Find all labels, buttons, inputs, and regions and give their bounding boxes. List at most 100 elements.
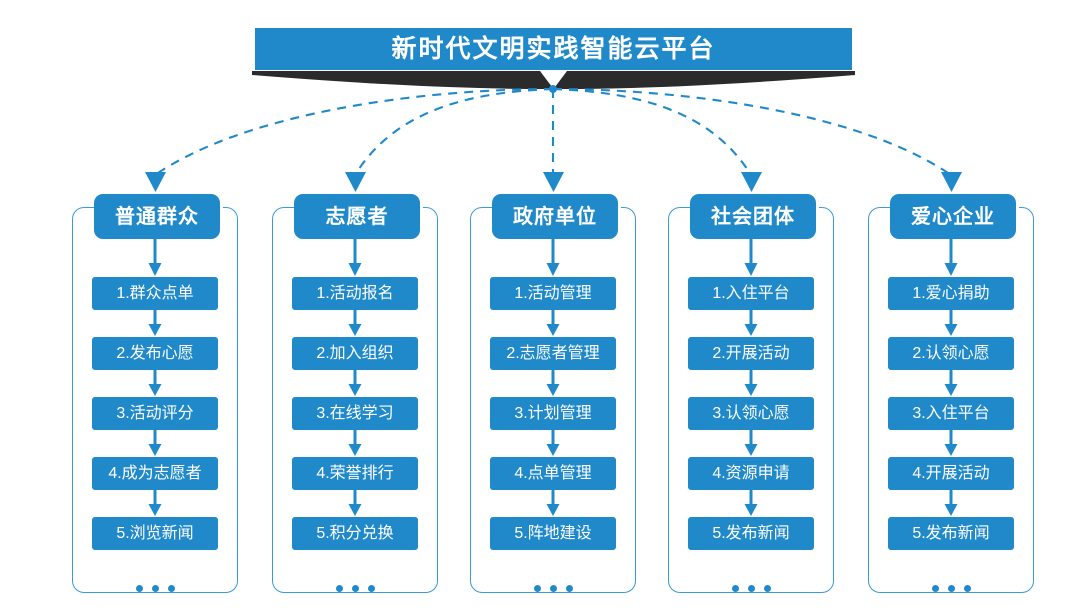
item-label: 3.在线学习 [316, 404, 394, 422]
item-label: 5.发布新闻 [912, 524, 990, 542]
page-title: 新时代文明实践智能云平台 [391, 34, 716, 63]
more-items-indicator[interactable] [292, 574, 418, 602]
list-item[interactable]: 4.资源申请 [688, 457, 814, 490]
list-item[interactable]: 4.荣誉排行 [292, 457, 418, 490]
item-label: 2.开展活动 [712, 344, 790, 362]
list-item[interactable]: 2.加入组织 [292, 337, 418, 370]
column-header-government[interactable]: 政府单位 [492, 194, 618, 239]
dot-icon [151, 584, 159, 592]
down-arrow-icon [546, 370, 560, 396]
list-item[interactable]: 1.活动报名 [292, 277, 418, 310]
list-item[interactable]: 1.爱心捐助 [888, 277, 1014, 310]
item-label: 5.发布新闻 [712, 524, 790, 542]
down-arrow-icon [944, 310, 958, 336]
column-header-volunteer[interactable]: 志愿者 [294, 194, 420, 239]
list-item[interactable]: 3.在线学习 [292, 397, 418, 430]
more-items-indicator[interactable] [688, 574, 814, 602]
down-arrow-icon [148, 370, 162, 396]
list-item[interactable]: 3.活动评分 [92, 397, 218, 430]
column-title: 爱心企业 [911, 205, 995, 228]
column-title: 政府单位 [513, 205, 597, 228]
down-arrow-icon [148, 239, 162, 276]
list-item[interactable]: 3.入住平台 [888, 397, 1014, 430]
list-item[interactable]: 2.志愿者管理 [490, 337, 616, 370]
dot-icon [167, 584, 175, 592]
down-arrow-icon [546, 430, 560, 456]
down-arrow-icon [744, 430, 758, 456]
down-arrow-icon [546, 310, 560, 336]
arrow-item-2-to-3 [72, 370, 238, 397]
arrow-item-1-to-2 [868, 310, 1034, 337]
item-label: 4.点单管理 [514, 464, 592, 482]
role-column-social-group[interactable]: 社会团体 1.入住平台 2.开展活动 [668, 194, 834, 593]
list-item[interactable]: 3.计划管理 [490, 397, 616, 430]
arrow-item-1-to-2 [272, 310, 438, 337]
item-label: 3.认领心愿 [712, 404, 790, 422]
list-item[interactable]: 3.认领心愿 [688, 397, 814, 430]
role-column-enterprise[interactable]: 爱心企业 1.爱心捐助 2.认领心愿 [868, 194, 1034, 593]
more-items-indicator[interactable] [490, 574, 616, 602]
item-label: 4.开展活动 [912, 464, 990, 482]
arrow-header-to-item-1 [470, 239, 636, 277]
list-item[interactable]: 5.发布新闻 [888, 517, 1014, 550]
item-label: 2.认领心愿 [912, 344, 990, 362]
column-item-list: 1.入住平台 2.开展活动 3.认领心愿 [668, 239, 834, 602]
list-item[interactable]: 2.开展活动 [688, 337, 814, 370]
arrow-item-4-to-5 [72, 490, 238, 517]
dot-icon [763, 584, 771, 592]
list-item[interactable]: 5.阵地建设 [490, 517, 616, 550]
down-arrow-icon [148, 310, 162, 336]
arrow-item-4-to-5 [668, 490, 834, 517]
list-item[interactable]: 1.入住平台 [688, 277, 814, 310]
column-header-social-group[interactable]: 社会团体 [690, 194, 816, 239]
item-label: 2.志愿者管理 [506, 344, 600, 362]
column-header-enterprise[interactable]: 爱心企业 [890, 194, 1016, 239]
list-item[interactable]: 2.发布心愿 [92, 337, 218, 370]
item-label: 3.入住平台 [912, 404, 990, 422]
list-item[interactable]: 2.认领心愿 [888, 337, 1014, 370]
list-item[interactable]: 1.活动管理 [490, 277, 616, 310]
list-item[interactable]: 1.群众点单 [92, 277, 218, 310]
item-label: 4.成为志愿者 [108, 464, 202, 482]
arrow-item-4-to-5 [272, 490, 438, 517]
dot-icon [731, 584, 739, 592]
dot-icon [931, 584, 939, 592]
list-item[interactable]: 4.点单管理 [490, 457, 616, 490]
title-bar: 新时代文明实践智能云平台 [255, 28, 852, 70]
dot-icon [947, 584, 955, 592]
list-item[interactable]: 4.成为志愿者 [92, 457, 218, 490]
down-arrow-icon [348, 310, 362, 336]
more-items-indicator[interactable] [888, 574, 1014, 602]
more-items-indicator[interactable] [92, 574, 218, 602]
down-arrow-icon [546, 490, 560, 516]
arrow-item-2-to-3 [272, 370, 438, 397]
list-item[interactable]: 5.积分兑换 [292, 517, 418, 550]
down-arrow-icon [148, 490, 162, 516]
list-item[interactable]: 5.浏览新闻 [92, 517, 218, 550]
down-arrow-icon [744, 490, 758, 516]
role-column-government[interactable]: 政府单位 1.活动管理 2.志愿者管理 [470, 194, 636, 593]
arrow-item-2-to-3 [668, 370, 834, 397]
dot-icon [135, 584, 143, 592]
arrow-item-3-to-4 [470, 430, 636, 457]
arrow-item-3-to-4 [668, 430, 834, 457]
column-title: 志愿者 [325, 205, 389, 228]
item-label: 4.资源申请 [712, 464, 790, 482]
list-item[interactable]: 4.开展活动 [888, 457, 1014, 490]
item-label: 3.计划管理 [514, 404, 592, 422]
list-item[interactable]: 5.发布新闻 [688, 517, 814, 550]
role-column-volunteer[interactable]: 志愿者 1.活动报名 2.加入组织 [272, 194, 438, 593]
item-label: 4.荣誉排行 [316, 464, 394, 482]
column-item-list: 1.群众点单 2.发布心愿 3.活动评分 [72, 239, 238, 602]
dot-icon [351, 584, 359, 592]
role-column-public[interactable]: 普通群众 1.群众点单 2.发布心愿 [72, 194, 238, 593]
down-arrow-icon [944, 370, 958, 396]
column-header-public[interactable]: 普通群众 [94, 194, 220, 239]
arrow-item-3-to-4 [272, 430, 438, 457]
arrow-item-2-to-3 [470, 370, 636, 397]
item-label: 5.阵地建设 [514, 524, 592, 542]
arrow-header-to-item-1 [868, 239, 1034, 277]
down-arrow-icon [546, 239, 560, 276]
down-arrow-icon [944, 430, 958, 456]
